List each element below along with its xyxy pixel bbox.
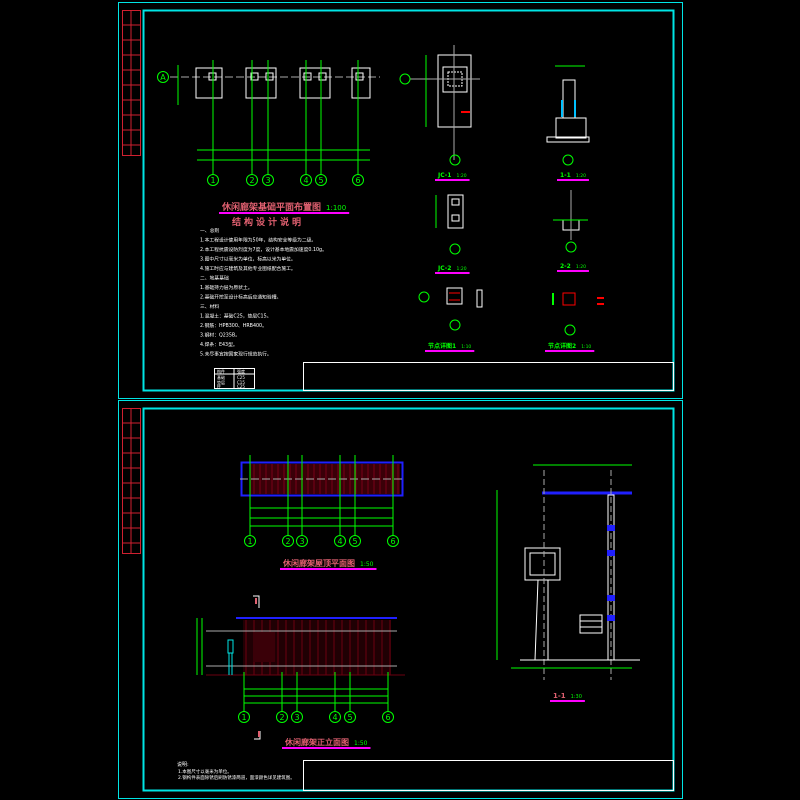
table-cell: C25 bbox=[237, 375, 245, 380]
note-line: 3.图中尺寸以毫米为单位，标高以米为单位。 bbox=[200, 256, 296, 263]
roof-scale: 1:50 bbox=[360, 561, 374, 568]
axis-bubble bbox=[315, 174, 327, 186]
detail-title: 1-1 bbox=[560, 172, 571, 179]
axis-bubble bbox=[207, 174, 219, 186]
design-notes: 结构设计说明 一、总则 1.本工程设计使用年限为50年，结构安全等级为二级。 2.本… bbox=[200, 216, 327, 389]
note-line: 一、总则 bbox=[200, 227, 219, 234]
axis-label: 2 bbox=[285, 537, 290, 546]
axis-bubble bbox=[349, 535, 361, 547]
note-line: 4.焊条：E43型。 bbox=[200, 341, 238, 348]
note-line: 二、地基基础 bbox=[200, 275, 229, 282]
axis-label: 6 bbox=[385, 713, 390, 722]
detail-title: 2-2 bbox=[560, 263, 571, 270]
axis-bubble bbox=[276, 711, 288, 723]
elevation-title: 休闲廊架正立面图 bbox=[284, 737, 349, 747]
foundation-plan: 1 2 3 4 5 6 A 休闲廊架基础平面布置图 1:100 bbox=[157, 60, 380, 214]
detail-scale: 1:10 bbox=[581, 344, 591, 350]
note-line: 2.本工程抗震设防烈度为7度，设计基本地震加速度0.10g。 bbox=[200, 246, 327, 253]
note-line: 2.钢筋：HPB300、HRB400。 bbox=[200, 322, 267, 329]
table-cell: 柱 bbox=[217, 383, 221, 389]
axis-bubble bbox=[387, 535, 399, 547]
axis-label: 5 bbox=[352, 537, 357, 546]
axis-label: 4 bbox=[337, 537, 342, 546]
roof-title: 休闲廊架屋顶平面图 bbox=[282, 558, 355, 568]
note-line: 1.混凝土：基础C25，垫层C15。 bbox=[200, 313, 271, 320]
table-header: 构件 bbox=[217, 368, 225, 374]
note-line: 三、材料 bbox=[200, 303, 219, 310]
plan-title: 休闲廊架基础平面布置图 bbox=[221, 201, 321, 213]
axis-label-a: A bbox=[160, 73, 166, 82]
axis-bubble bbox=[329, 711, 341, 723]
detail-scale: 1:20 bbox=[456, 173, 466, 179]
note-line: 2.基础开挖至设计标高后应通知验槽。 bbox=[200, 294, 281, 301]
detail-scale: 1:10 bbox=[461, 344, 471, 350]
axis-bubble bbox=[291, 711, 303, 723]
sheet-2-notes: 说明: 1.本图尺寸以毫米为单位。 2.钢构件表面除锈后刷防锈漆两道，面漆颜色详… bbox=[177, 761, 295, 781]
axis-label: 3 bbox=[299, 537, 304, 546]
section-scale: 1:30 bbox=[571, 694, 582, 700]
axis-bubble bbox=[262, 174, 274, 186]
axis-bubble bbox=[244, 535, 256, 547]
axis-bubble bbox=[344, 711, 356, 723]
detail-scale: 1:20 bbox=[456, 266, 466, 272]
detail-title: JC-1 bbox=[437, 172, 451, 179]
axis-bubble bbox=[382, 711, 394, 723]
material-table: 构件 强度 基础 C25 垫层 C15 柱 C25 bbox=[214, 368, 255, 389]
axis-bubble bbox=[238, 711, 250, 723]
table-cell: C15 bbox=[237, 380, 245, 385]
detail-scale: 1:20 bbox=[576, 264, 586, 270]
table-cell: C25 bbox=[237, 384, 245, 389]
detail-title: JC-2 bbox=[437, 265, 451, 272]
axis-bubble bbox=[246, 174, 258, 186]
note-line: 1.本图尺寸以毫米为单位。 bbox=[178, 768, 232, 775]
detail-scale: 1:20 bbox=[576, 173, 586, 179]
note-line: 4.施工时应与建筑及其他专业图纸配合施工。 bbox=[200, 265, 296, 272]
table-cell: 垫层 bbox=[217, 379, 225, 385]
detail-title: 节点详图1 bbox=[428, 342, 456, 350]
axis-label: 2 bbox=[249, 176, 254, 185]
note-line: 1.基础持力层为原状土。 bbox=[200, 284, 253, 291]
axis-label: 1 bbox=[247, 537, 252, 546]
front-elevation: 1 2 3 4 5 6 休闲廊架正立面图 1:50 bbox=[196, 595, 405, 749]
elevation-scale: 1:50 bbox=[354, 740, 368, 747]
notes-heading: 说明: bbox=[177, 761, 189, 768]
note-line: 5.未尽事宜按国家现行规范执行。 bbox=[200, 351, 272, 358]
axis-label: 4 bbox=[303, 176, 308, 185]
section-title: 1-1 bbox=[553, 692, 566, 700]
axis-label: 1 bbox=[241, 713, 246, 722]
axis-label: 3 bbox=[294, 713, 299, 722]
axis-bubble bbox=[282, 535, 294, 547]
plan-scale: 1:100 bbox=[326, 204, 346, 212]
sheet-2-frame bbox=[118, 400, 683, 799]
axis-bubble bbox=[300, 174, 312, 186]
axis-bubble bbox=[352, 174, 364, 186]
table-header: 强度 bbox=[237, 368, 245, 374]
note-line: 2.钢构件表面除锈后刷防锈漆两道，面漆颜色详见建筑图。 bbox=[178, 774, 295, 781]
sheet-1-frame bbox=[118, 2, 683, 399]
axis-label: 2 bbox=[279, 713, 284, 722]
axis-label: 6 bbox=[390, 537, 395, 546]
axis-label: 5 bbox=[318, 176, 323, 185]
axis-bubble bbox=[296, 535, 308, 547]
note-line: 3.钢材：Q235B。 bbox=[200, 332, 240, 339]
axis-label: 5 bbox=[347, 713, 352, 722]
axis-bubble-a bbox=[157, 71, 169, 83]
axis-label: 4 bbox=[332, 713, 337, 722]
axis-label: 6 bbox=[355, 176, 360, 185]
axis-bubble bbox=[334, 535, 346, 547]
detail-title: 节点详图2 bbox=[548, 342, 576, 350]
axis-label: 1 bbox=[210, 176, 215, 185]
table-cell: 基础 bbox=[217, 374, 225, 380]
axis-label: 3 bbox=[265, 176, 270, 185]
notes-title: 结构设计说明 bbox=[232, 216, 304, 228]
section-1-1: 1-1 1:30 bbox=[496, 464, 640, 702]
note-line: 1.本工程设计使用年限为50年，结构安全等级为二级。 bbox=[200, 237, 316, 244]
